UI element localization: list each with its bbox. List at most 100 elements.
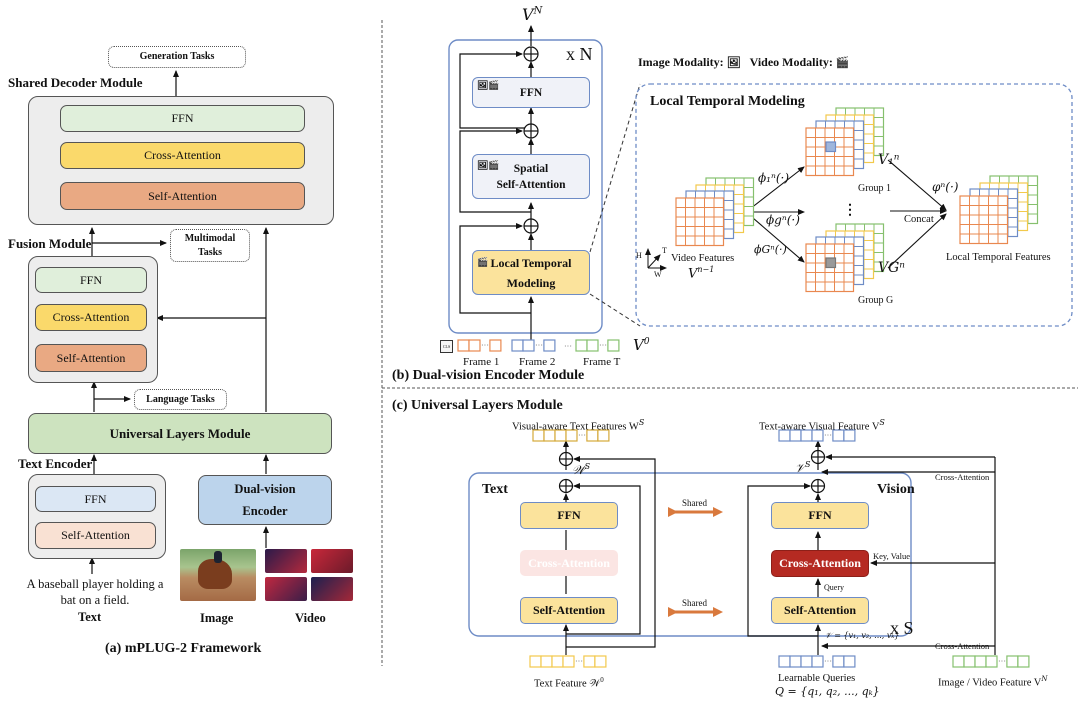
text-feature-label: Text Feature 𝒲0 xyxy=(534,676,604,690)
ltm-panel-title: Local Temporal Modeling xyxy=(650,94,805,109)
group-1-label: Group 1 xyxy=(858,183,892,194)
video-input-label: Video xyxy=(295,611,326,625)
fusion-ffn: FFN xyxy=(35,267,147,293)
vision-ffn-block: FFN xyxy=(771,502,869,529)
image-video-feature-ellipsis: ··· xyxy=(998,657,1006,666)
frame-1-ellipsis: ··· xyxy=(481,341,489,350)
horse-image xyxy=(180,549,256,601)
image-video-feature-token xyxy=(963,655,976,668)
local-temporal-features-stack-orange xyxy=(959,195,1009,245)
axis-t: T xyxy=(662,246,667,255)
learnable-queries-label: Learnable Queries xyxy=(778,673,856,684)
cls-token: CLS xyxy=(440,340,453,353)
feature-grids xyxy=(675,107,1039,293)
frame-1-token xyxy=(489,339,502,352)
frame-1-token xyxy=(457,339,470,352)
panel-c-caption: (c) Universal Layers Module xyxy=(392,398,563,413)
video-modality-icon: 🎬 xyxy=(835,57,850,69)
vn-output-label: VN xyxy=(522,5,543,24)
vs-mid-label: 𝒱S xyxy=(795,460,811,475)
frame-t-token xyxy=(575,339,588,352)
xn-repeat-label: x N xyxy=(566,44,593,64)
video-frame-2 xyxy=(311,549,353,573)
xn-block-frame xyxy=(448,39,603,334)
vg-label: VGⁿ xyxy=(878,260,905,276)
text-aware-visual-feature-token xyxy=(811,429,824,442)
text-feature-token xyxy=(551,655,564,668)
text-self-attention-block: Self-Attention xyxy=(520,597,618,624)
visual-aware-text-feature-ellipsis: ··· xyxy=(578,431,586,440)
ellipsis-dots: ⋮ xyxy=(843,203,857,218)
shared-label-1: Shared xyxy=(682,498,707,508)
shared-decoder-title: Shared Decoder Module xyxy=(8,75,143,90)
local-temporal-features-label: Local Temporal Features xyxy=(946,252,1051,263)
decoder-ffn: FFN xyxy=(60,105,305,132)
frame-ellipsis: ··· xyxy=(564,342,572,351)
v1-label: V₁ⁿ xyxy=(878,152,900,168)
video-features-label: Video Features xyxy=(671,253,735,264)
text-input-label: Text xyxy=(78,610,102,624)
video-frame-4 xyxy=(311,577,353,601)
text-aware-visual-feature-token xyxy=(843,429,856,442)
phi-1-label: ϕ₁ⁿ(·) xyxy=(758,171,790,185)
learnable-query-ellipsis: ··· xyxy=(824,657,832,666)
video-features-stack-orange xyxy=(675,197,725,247)
vision-side-title: Vision xyxy=(877,482,915,497)
video-features-math: Vn−1 xyxy=(688,265,715,282)
learnable-query-token xyxy=(832,655,845,668)
text-side-title: Text xyxy=(482,482,508,497)
fusion-module-title: Fusion Module xyxy=(8,236,92,251)
phi-g-label: ϕgⁿ(·) xyxy=(766,213,800,227)
image-video-feature-token xyxy=(985,655,998,668)
fusion-cross-attention: Cross-Attention xyxy=(35,304,147,331)
frame-1-label: Frame 1 xyxy=(463,356,500,368)
decoder-cross-attention: Cross-Attention xyxy=(60,142,305,169)
learnable-query-token xyxy=(789,655,802,668)
image-video-feature-token xyxy=(952,655,965,668)
group-1-highlight xyxy=(825,141,837,153)
frame-t-token xyxy=(586,339,599,352)
varphi-label: φⁿ(·) xyxy=(932,180,959,194)
image-video-feature-token xyxy=(1017,655,1030,668)
shared-label-2: Shared xyxy=(682,598,707,608)
image-modality-icon: 🖼 xyxy=(726,57,741,69)
v-set-label: 𝒱 = {v₁, v₂, ..., vₖ} xyxy=(825,631,900,640)
encoder-ffn-block: 🖼🎬 FFN xyxy=(472,77,590,108)
decoder-self-attention: Self-Attention xyxy=(60,182,305,210)
language-tasks-box: Language Tasks xyxy=(134,389,227,410)
axis-h: H xyxy=(636,251,642,260)
xs-repeat-label: x S xyxy=(890,618,914,638)
fusion-self-attention: Self-Attention xyxy=(35,344,147,372)
frame-2-token xyxy=(543,339,556,352)
frame-2-token xyxy=(511,339,524,352)
text-feature-ellipsis: ··· xyxy=(575,657,583,666)
video-frame-3 xyxy=(265,577,307,601)
text-ffn-block: FFN xyxy=(520,502,618,529)
learnable-query-token xyxy=(811,655,824,668)
learnable-queries-math: Q = {q₁, q₂, ..., qₖ} xyxy=(775,685,880,698)
text-feature-token xyxy=(529,655,542,668)
vision-cross-attention-block: Cross-Attention xyxy=(771,550,869,577)
image-video-feature-label: Image / Video Feature VN xyxy=(938,675,1048,689)
cross-attention-top-label: Cross-Attention xyxy=(935,472,990,482)
text-encoder-ffn: FFN xyxy=(35,486,156,512)
learnable-query-token xyxy=(800,655,813,668)
text-encoder-title: Text Encoder xyxy=(18,456,93,471)
visual-aware-text-features-label: Visual-aware Text Features WS xyxy=(512,418,645,433)
text-feature-token xyxy=(594,655,607,668)
frame-2-label: Frame 2 xyxy=(519,356,556,368)
generation-tasks-box: Generation Tasks xyxy=(108,46,246,68)
text-aware-visual-feature-label: Text-aware Visual Feature VS xyxy=(759,418,885,433)
learnable-query-token xyxy=(778,655,791,668)
panel-a-caption: (a) mPLUG-2 Framework xyxy=(105,641,262,656)
concat-label: Concat xyxy=(904,214,934,225)
token-rows: ··························· xyxy=(457,339,1030,668)
text-feature-token xyxy=(583,655,596,668)
image-input-label: Image xyxy=(200,611,234,625)
frame-1-token xyxy=(468,339,481,352)
visual-aware-text-feature-token xyxy=(597,429,610,442)
